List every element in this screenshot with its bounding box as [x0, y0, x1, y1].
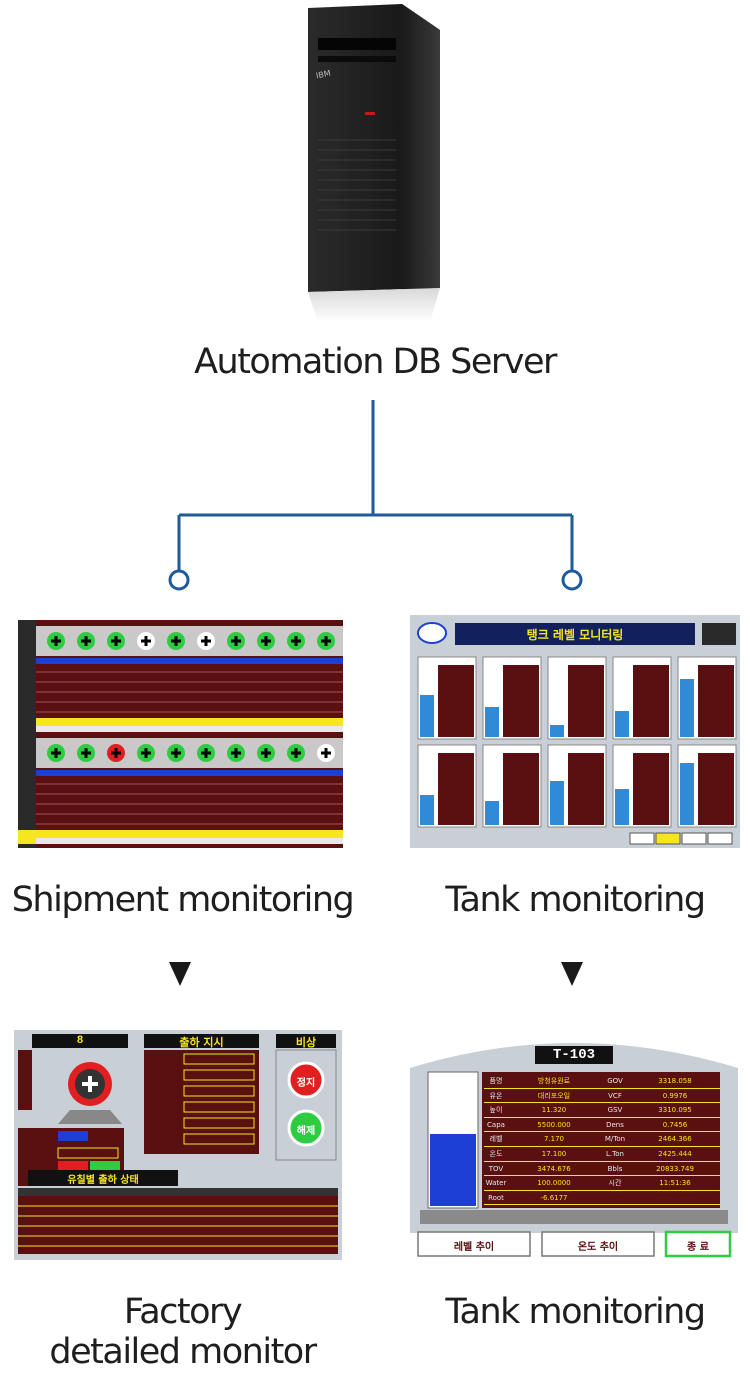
factory-panel-title-left: 8 [76, 1034, 84, 1046]
tank-screen-title: 탱크 레벨 모니터링 [526, 628, 624, 642]
tank-detail-right-label: GOV [607, 1077, 623, 1085]
tank-detail-right-value: 3310.095 [658, 1106, 692, 1115]
tank-detail-right-value [630, 1191, 720, 1205]
factory-detailed-monitor-label: Factory detailed monitor [0, 1292, 365, 1373]
tank-detail-left-label: 높이 [489, 1106, 503, 1115]
tank-detail-left-value: -6.6177 [540, 1193, 568, 1202]
tank-detail-right-label: 시간 [608, 1179, 622, 1188]
tank-detail-left-label: 레벨 [489, 1135, 503, 1144]
tank-detail-right-value: 3318.058 [658, 1077, 692, 1085]
tank-detail-right-label: VCF [608, 1091, 622, 1100]
tank-detail-row: Root -6.6177 [484, 1191, 720, 1206]
tank-detail-left-label: Capa [487, 1120, 505, 1129]
tank-detail-row: Water 100.0000 시간 11:51:36 [484, 1176, 720, 1191]
factory-panel-title-center: 출하 지시 [179, 1036, 224, 1049]
tank-detail-left-label: Root [488, 1193, 504, 1202]
tank-id-label: T-103 [552, 1047, 595, 1063]
tank-detail-right-value: 20833.749 [656, 1164, 694, 1173]
server-label: Automation DB Server [194, 342, 557, 382]
tank-detail-right-value: 11:51:36 [659, 1179, 691, 1188]
tank-detail-right-value: 0.7456 [662, 1120, 688, 1129]
tank-detail-left-label: TOV [488, 1164, 504, 1173]
tank-detail-right-label: Bbls [607, 1164, 623, 1173]
tank-detail-left-value: 11.320 [541, 1106, 567, 1115]
tank-detail-row: 품명 방청유원료 GOV 3318.058 [484, 1074, 720, 1089]
tank-monitoring-screen [410, 615, 740, 848]
tank-detail-row: TOV 3474.676 Bbls 20833.749 [484, 1162, 720, 1177]
tank-detail-row: 레벨 7.170 M/Ton 2464.366 [484, 1132, 720, 1147]
temperature-trend-button: 온도 추이 [577, 1242, 619, 1253]
connector-tree [168, 400, 583, 591]
factory-detail-screen [14, 1030, 342, 1260]
tank-detail-right-label: L.Ton [606, 1149, 624, 1158]
tank-detail-left-value: 대리포오일 [537, 1091, 571, 1100]
tank-detail-right-value: 2425.444 [658, 1149, 692, 1158]
tank-detail-left-label: 품명 [489, 1077, 503, 1085]
tank-detail-left-value: 3474.676 [537, 1164, 571, 1173]
tank-detail-right-label: M/Ton [604, 1135, 626, 1144]
tank-monitoring-label: Tank monitoring [445, 880, 706, 920]
tank-detail-right-value: 0.9976 [662, 1091, 688, 1100]
tank-detail-left-value: 방청유원료 [537, 1077, 571, 1085]
tank-detail-left-value: 17.100 [541, 1149, 567, 1158]
tank-detail-left-label: Water [485, 1179, 507, 1188]
tank-detail-right-label [600, 1191, 630, 1205]
factory-release-button: 해제 [296, 1126, 316, 1137]
tank-monitoring-detail-label: Tank monitoring [445, 1292, 706, 1332]
tank-detail-left-label: 유온 [489, 1091, 503, 1100]
server-tower-image [290, 0, 460, 325]
factory-panel-title-right: 비상 [295, 1036, 317, 1049]
arrow-down-icon [561, 962, 583, 986]
tank-detail-left-label: 온도 [489, 1149, 503, 1158]
tank-detail-row: 온도 17.100 L.Ton 2425.444 [484, 1147, 720, 1162]
tank-detail-left-value: 5500.000 [537, 1120, 571, 1129]
tank-detail-right-label: GSV [607, 1106, 623, 1115]
tank-detail-table: 품명 방청유원료 GOV 3318.058 유온 대리포오일 VCF 0.9976 높이 11.3… [484, 1074, 720, 1206]
exit-button: 종 료 [687, 1242, 709, 1253]
shipment-monitoring-label: Shipment monitoring [11, 880, 355, 920]
factory-label-line2: detailed monitor [49, 1332, 317, 1373]
tank-detail-right-value: 2464.366 [658, 1135, 692, 1144]
shipment-monitoring-screen [18, 620, 343, 848]
tank-detail-left-value: 100.0000 [537, 1179, 571, 1188]
factory-label-line1: Factory [123, 1292, 243, 1332]
arrow-down-icon [169, 962, 191, 986]
tank-detail-right-label: Dens [606, 1120, 624, 1129]
level-trend-button: 레벨 추이 [453, 1242, 495, 1253]
tank-detail-screen: T-103 품명 방청유원료 GOV 3318.058 유온 대리포오일 VCF 0.9976… [410, 1028, 738, 1262]
tank-detail-left-value: 7.170 [543, 1135, 565, 1144]
factory-table-title: 유칠별 출하 상태 [67, 1175, 139, 1186]
tank-detail-row: 높이 11.320 GSV 3310.095 [484, 1103, 720, 1118]
tank-detail-row: Capa 5500.000 Dens 0.7456 [484, 1118, 720, 1133]
factory-stop-button: 정지 [296, 1078, 316, 1089]
tank-detail-row: 유온 대리포오일 VCF 0.9976 [484, 1089, 720, 1104]
